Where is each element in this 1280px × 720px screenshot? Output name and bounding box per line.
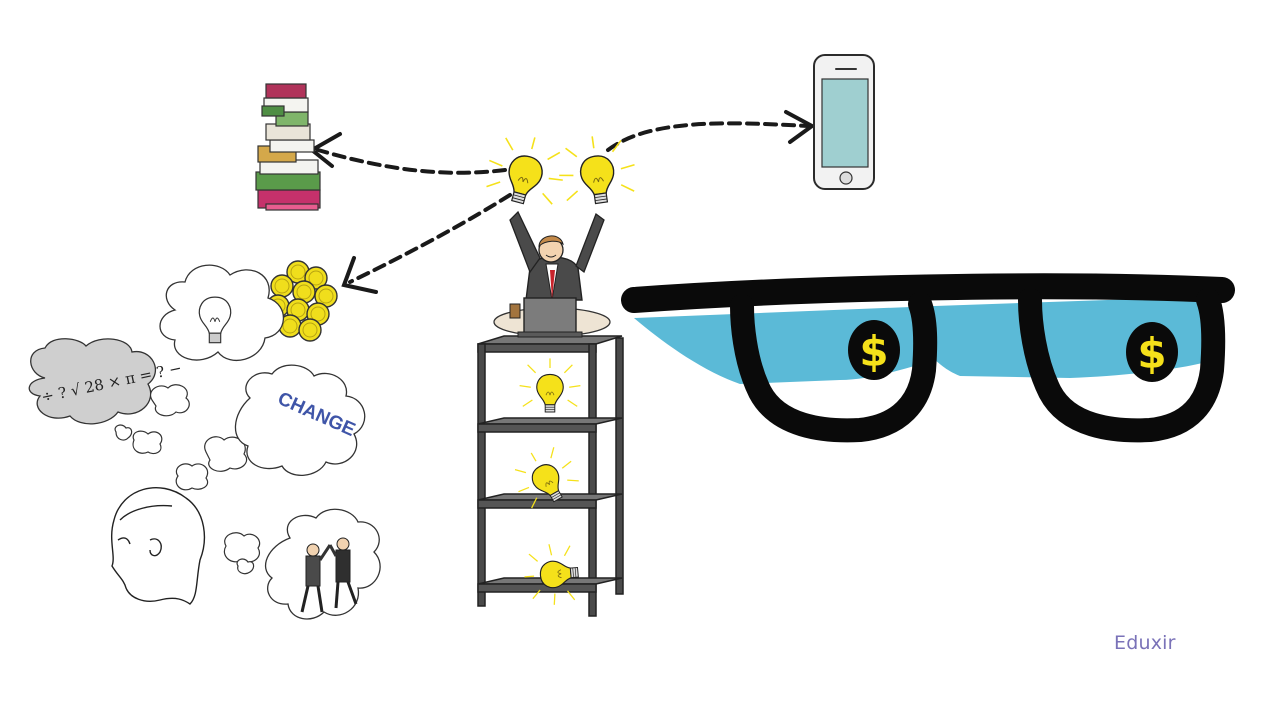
man-with-bulbs [509, 210, 605, 338]
arrow-to-coins [348, 193, 512, 284]
arrow-to-phone [606, 121, 810, 152]
raised-lightbulb-right [553, 130, 639, 206]
lightbulb-icon [198, 296, 232, 344]
business-people-bubble [264, 508, 381, 620]
smartphone-icon [813, 54, 875, 190]
change-cloud: CHANGE [234, 364, 366, 476]
shelf-icon [477, 335, 624, 617]
thought-puffs [114, 384, 261, 575]
business-people-icon [300, 537, 358, 613]
left-dollar-sign: $ [859, 327, 888, 376]
arrows [316, 121, 810, 284]
glasses-icon: $ $ [621, 273, 1235, 443]
head-profile-icon [111, 486, 206, 605]
left-dollar-eye: $ [848, 320, 900, 380]
watermark-text: Eduxir [1114, 632, 1176, 654]
books-stack-icon [255, 83, 321, 211]
right-dollar-eye: $ [1126, 322, 1178, 382]
shelf-bulbs [504, 357, 583, 608]
arrow-to-books [316, 148, 507, 175]
right-dollar-sign: $ [1137, 329, 1166, 378]
